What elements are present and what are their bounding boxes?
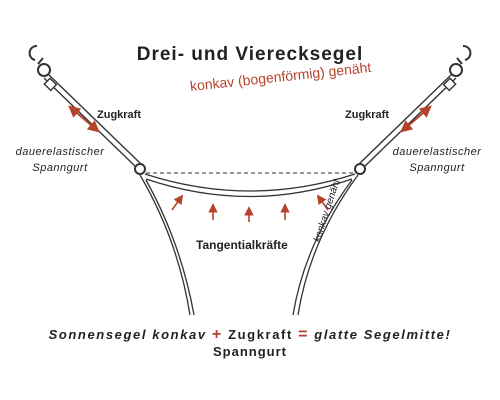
summary-part3: glatte Segelmitte! bbox=[314, 327, 452, 342]
force-label-left: Zugkraft bbox=[97, 109, 141, 121]
diagram-title: Drei- und Vierecksegel bbox=[136, 44, 364, 65]
left-force-arrow bbox=[68, 105, 100, 133]
strap-label-left: dauerelastischer Spanngurt bbox=[6, 144, 114, 176]
tangential-arrows bbox=[171, 194, 329, 222]
strap-label-left-line2: Spanngurt bbox=[32, 162, 88, 174]
strap-label-left-line1: dauerelastischer bbox=[15, 146, 105, 158]
left-corner-ring bbox=[134, 163, 146, 175]
sail-outline bbox=[139, 173, 359, 316]
force-label-right: Zugkraft bbox=[345, 109, 389, 121]
right-force-arrow bbox=[400, 105, 432, 133]
summary-line: Sonnensegel konkav + Zugkraft = glatte S… bbox=[0, 326, 500, 344]
strap-label-right-line1: dauerelastischer bbox=[392, 146, 482, 158]
right-corner-ring bbox=[354, 163, 366, 175]
tangential-forces-label: Tangentialkräfte bbox=[196, 238, 288, 252]
right-wall-hook bbox=[449, 45, 472, 77]
summary-spanngurt: Spanngurt bbox=[213, 344, 287, 359]
left-wall-hook bbox=[28, 45, 51, 77]
summary-plus: + bbox=[211, 326, 223, 343]
strap-label-right: dauerelastischer Spanngurt bbox=[378, 144, 496, 176]
strap-label-right-line2: Spanngurt bbox=[409, 162, 465, 174]
summary-equals: = bbox=[298, 326, 310, 343]
summary-part2: Zugkraft bbox=[228, 327, 293, 342]
summary-part1: Sonnensegel konkav bbox=[48, 327, 207, 342]
